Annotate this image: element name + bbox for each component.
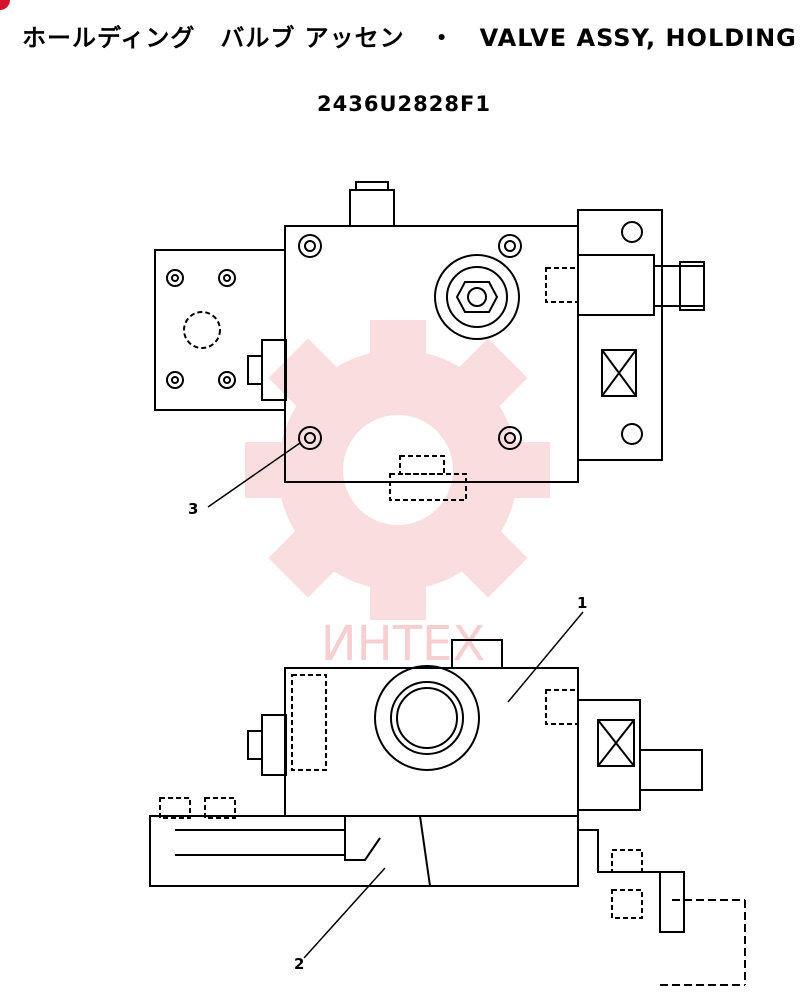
page-title: ホールディング バルブ アッセン ・ VALVE ASSY, HOLDING [22, 24, 797, 52]
callout-3: 3 [188, 500, 199, 518]
callout-1: 1 [577, 594, 588, 612]
part-number: 2436U2828F1 [317, 92, 491, 116]
leader-line-3 [207, 442, 301, 508]
side-view [149, 639, 746, 986]
watermark-text: ИНТЕХ [321, 616, 486, 672]
callout-2: 2 [294, 955, 305, 973]
leader-line-2 [303, 867, 386, 959]
leader-line-1 [507, 611, 584, 703]
brand-badge [0, 0, 10, 10]
watermark-gear-icon [245, 320, 550, 620]
top-view [154, 181, 705, 501]
